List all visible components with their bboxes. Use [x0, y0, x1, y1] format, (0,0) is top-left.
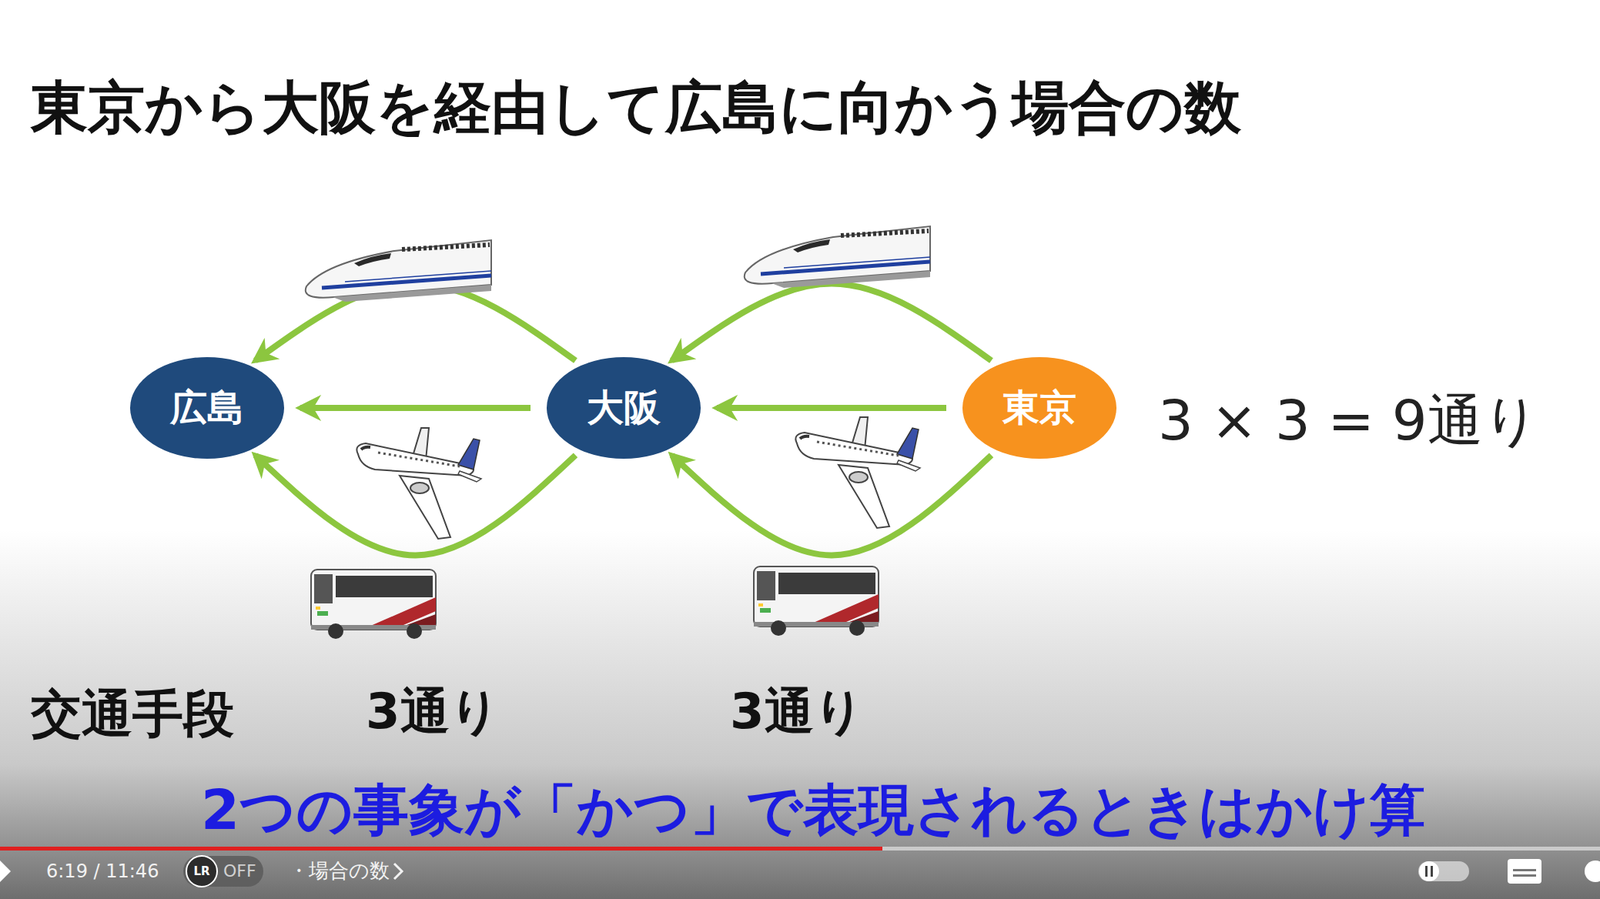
video-time: 6:19 / 11:46	[46, 860, 159, 884]
toggle-pill	[183, 856, 264, 888]
bus-icon	[753, 566, 879, 636]
transport-arrow	[672, 455, 992, 556]
city-ellipse: 広島	[129, 356, 285, 460]
subtitle-icon-line	[1512, 874, 1537, 877]
city-ellipse: 東京	[961, 356, 1118, 460]
city-ellipse: 大阪	[545, 356, 702, 460]
autoplay-knob	[1419, 861, 1440, 882]
airplane-icon	[356, 428, 482, 539]
city-name: 東京	[1002, 385, 1077, 431]
extension-badge	[186, 856, 218, 888]
equation: 3 × 3 = 9通り	[1158, 387, 1540, 454]
subtitle: 2つの事象が「かつ」で表現されるときはかけ算	[200, 776, 1426, 844]
ellipse-shape	[546, 357, 701, 459]
play-icon	[0, 860, 11, 883]
toggle-state: OFF	[223, 861, 257, 882]
ellipse-shape	[130, 357, 285, 459]
row-heading: 交通手段	[30, 683, 235, 745]
subtitle-icon	[1507, 859, 1542, 884]
city-name: 広島	[170, 385, 245, 431]
ellipse-shape	[962, 357, 1117, 459]
transport-arrow	[716, 405, 947, 412]
transport-arrow	[300, 405, 531, 412]
airplane-icon	[795, 417, 921, 529]
count-label: 3通り	[729, 682, 865, 742]
chapter-name: ・場合の数	[288, 859, 390, 884]
autoplay-toggle	[1418, 861, 1470, 882]
count-label: 3通り	[365, 682, 501, 742]
chevron	[394, 863, 402, 880]
pause-bar	[1425, 866, 1428, 877]
subtitle-icon-line	[1512, 869, 1537, 872]
transport-arrow	[672, 284, 992, 362]
progress-bar	[0, 846, 883, 851]
extension-badge-text: LR	[193, 864, 210, 879]
pause-bar	[1430, 866, 1433, 877]
bus-icon	[311, 569, 436, 640]
progress-track	[0, 846, 1600, 851]
shinkansen-icon	[744, 226, 931, 288]
settings-gear	[1584, 860, 1600, 883]
title: 東京から大阪を経由して広島に向かう場合の数	[30, 73, 1242, 142]
city-name: 大阪	[586, 385, 661, 431]
shinkansen-icon	[305, 240, 492, 302]
